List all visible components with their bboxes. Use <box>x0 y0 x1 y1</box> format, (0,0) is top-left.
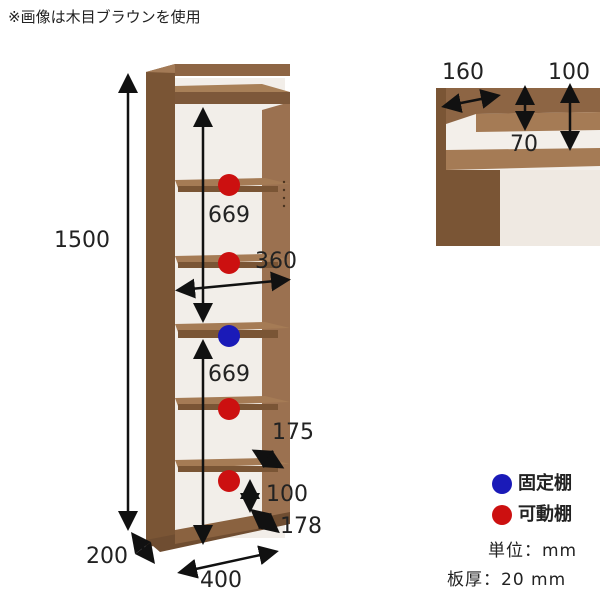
shelf-pin-holes <box>282 180 286 208</box>
inset-rail-face <box>476 112 600 132</box>
detail-inset <box>436 88 600 246</box>
top-rail <box>175 92 290 104</box>
gap-175-label: 175 <box>272 420 314 445</box>
bottom-178-arrow <box>250 508 280 534</box>
height-label: 1500 <box>54 228 110 253</box>
thickness-text: 板厚：20 mm <box>447 570 567 590</box>
movable-marker-3 <box>218 398 240 420</box>
legend-fixed: 固定棚 <box>492 474 572 494</box>
inset-arrows <box>441 83 580 151</box>
legend-movable-label: 可動棚 <box>518 504 572 525</box>
inset-70-label: 70 <box>510 132 538 157</box>
inset-100-label: 100 <box>548 60 590 85</box>
upper-span-label: 669 <box>208 203 250 228</box>
legend-movable: 可動棚 <box>492 505 572 525</box>
bottom-100-label: 100 <box>266 482 308 507</box>
inner-width-label: 360 <box>255 249 297 274</box>
shelf-markers <box>218 174 240 492</box>
movable-marker-4 <box>218 470 240 492</box>
legend-fixed-dot <box>492 474 512 494</box>
left-panel <box>146 64 175 548</box>
legend-fixed-label: 固定棚 <box>518 473 572 494</box>
inset-inner-back <box>500 170 600 246</box>
inset-160-arrow <box>441 89 501 113</box>
depth-label: 200 <box>86 544 128 569</box>
lower-span-label: 669 <box>208 362 250 387</box>
bottom-178-label: 178 <box>280 514 322 539</box>
legend-movable-dot <box>492 505 512 525</box>
fixed-marker <box>218 325 240 347</box>
bookshelf <box>146 64 290 552</box>
top-rail-face <box>175 84 290 92</box>
note-text: ※画像は木目ブラウンを使用 <box>8 8 201 26</box>
width-label: 400 <box>200 568 242 593</box>
inset-shelf <box>446 148 600 170</box>
top-board <box>175 64 290 76</box>
gap-175-arrow <box>251 449 285 469</box>
inset-side <box>446 170 500 246</box>
inset-160-label: 160 <box>442 60 484 85</box>
right-panel <box>262 102 290 528</box>
unit-text: 単位：mm <box>488 541 578 561</box>
inner-width-arrow <box>175 271 291 299</box>
depth-arrow <box>131 532 155 564</box>
inset-left-panel <box>436 88 446 246</box>
movable-marker-2 <box>218 252 240 274</box>
movable-marker-1 <box>218 174 240 196</box>
width-arrow <box>177 545 279 579</box>
dimension-arrows <box>118 73 291 579</box>
